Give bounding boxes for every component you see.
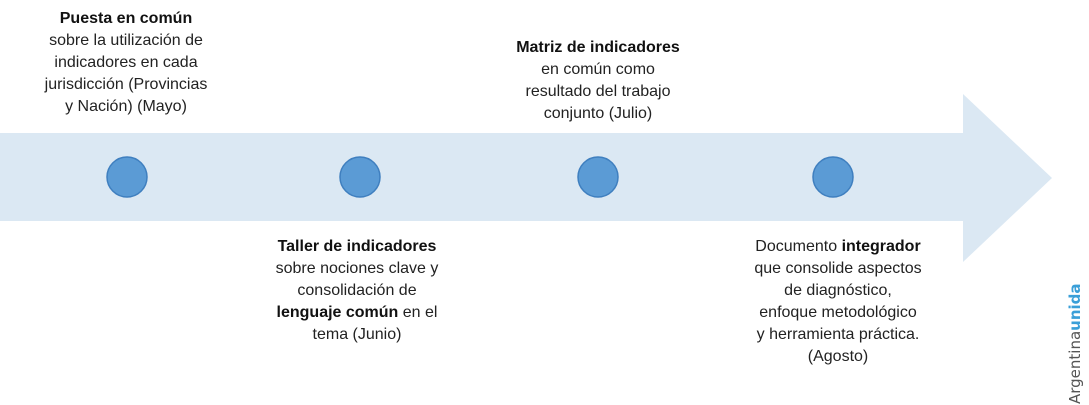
milestone-line: sobre la utilización de bbox=[14, 30, 238, 52]
milestone-text-run: que consolide aspectos bbox=[754, 260, 922, 277]
timeline-arrow bbox=[0, 94, 1052, 262]
milestone-text-run: tema (Junio) bbox=[312, 326, 402, 343]
milestone-line: lenguaje común en el bbox=[252, 302, 462, 324]
milestone-line: en común como bbox=[488, 59, 708, 81]
milestone-bold-text: Matriz de indicadores bbox=[516, 39, 680, 56]
milestone-text-run: (Agosto) bbox=[807, 348, 869, 365]
milestone-line: que consolide aspectos bbox=[722, 258, 954, 280]
milestone-text-run: indicadores en cada bbox=[54, 54, 198, 71]
milestone-text-run: en común como bbox=[541, 61, 655, 78]
milestone-line: conjunto (Julio) bbox=[488, 103, 708, 125]
milestone-line: indicadores en cada bbox=[14, 52, 238, 74]
milestone-text-run: resultado del trabajo bbox=[525, 83, 671, 100]
brand-logo: Argentinaunida bbox=[1066, 283, 1084, 404]
milestone-line: Puesta en común bbox=[14, 8, 238, 30]
milestone-bold-text: integrador bbox=[841, 238, 921, 255]
timeline-dot-2 bbox=[339, 156, 381, 198]
milestone-line: enfoque metodológico bbox=[722, 302, 954, 324]
milestone-line: Taller de indicadores bbox=[252, 236, 462, 258]
brand-logo-part1: Argentina bbox=[1066, 330, 1084, 404]
milestone-bold-text: lenguaje común bbox=[276, 304, 399, 321]
milestone-line: y herramienta práctica. bbox=[722, 324, 954, 346]
timeline-dot-3 bbox=[577, 156, 619, 198]
milestone-text-run: conjunto (Julio) bbox=[543, 105, 653, 122]
brand-logo-part2: unida bbox=[1066, 283, 1084, 331]
milestone-line: jurisdicción (Provincias bbox=[14, 74, 238, 96]
milestone-text-run: enfoque metodológico bbox=[759, 304, 917, 321]
milestone-line: consolidación de bbox=[252, 280, 462, 302]
milestone-text-run: consolidación de bbox=[297, 282, 417, 299]
milestone-text-run: y Nación) (Mayo) bbox=[65, 98, 187, 115]
milestone-bold-text: Taller de indicadores bbox=[277, 238, 437, 255]
milestone-line: de diagnóstico, bbox=[722, 280, 954, 302]
milestone-line: Documento integrador bbox=[722, 236, 954, 258]
milestone-text-run: sobre la utilización de bbox=[49, 32, 203, 49]
milestone-text-run: en el bbox=[398, 304, 438, 321]
milestone-line: resultado del trabajo bbox=[488, 81, 708, 103]
milestone-may-text: Puesta en común sobre la utilización de in… bbox=[14, 8, 238, 118]
milestone-text-run: y herramienta práctica. bbox=[756, 326, 920, 343]
milestone-text-run: jurisdicción (Provincias bbox=[44, 76, 208, 93]
milestone-bold-text: Puesta en común bbox=[59, 10, 193, 27]
timeline-dot-1 bbox=[106, 156, 148, 198]
milestone-june-text: Taller de indicadores sobre nociones clav… bbox=[252, 236, 462, 346]
milestone-text-run: sobre nociones clave y bbox=[275, 260, 439, 277]
milestone-august-text: Documento integrador que consolide aspect… bbox=[722, 236, 954, 368]
milestone-line: Matriz de indicadores bbox=[488, 37, 708, 59]
timeline-dot-4 bbox=[812, 156, 854, 198]
milestone-line: (Agosto) bbox=[722, 346, 954, 368]
milestone-july-text: Matriz de indicadores en común como result… bbox=[488, 37, 708, 125]
milestone-line: tema (Junio) bbox=[252, 324, 462, 346]
milestone-line: sobre nociones clave y bbox=[252, 258, 462, 280]
milestone-text-run: de diagnóstico, bbox=[784, 282, 892, 299]
milestone-line: y Nación) (Mayo) bbox=[14, 96, 238, 118]
milestone-text-run: Documento bbox=[755, 238, 842, 255]
